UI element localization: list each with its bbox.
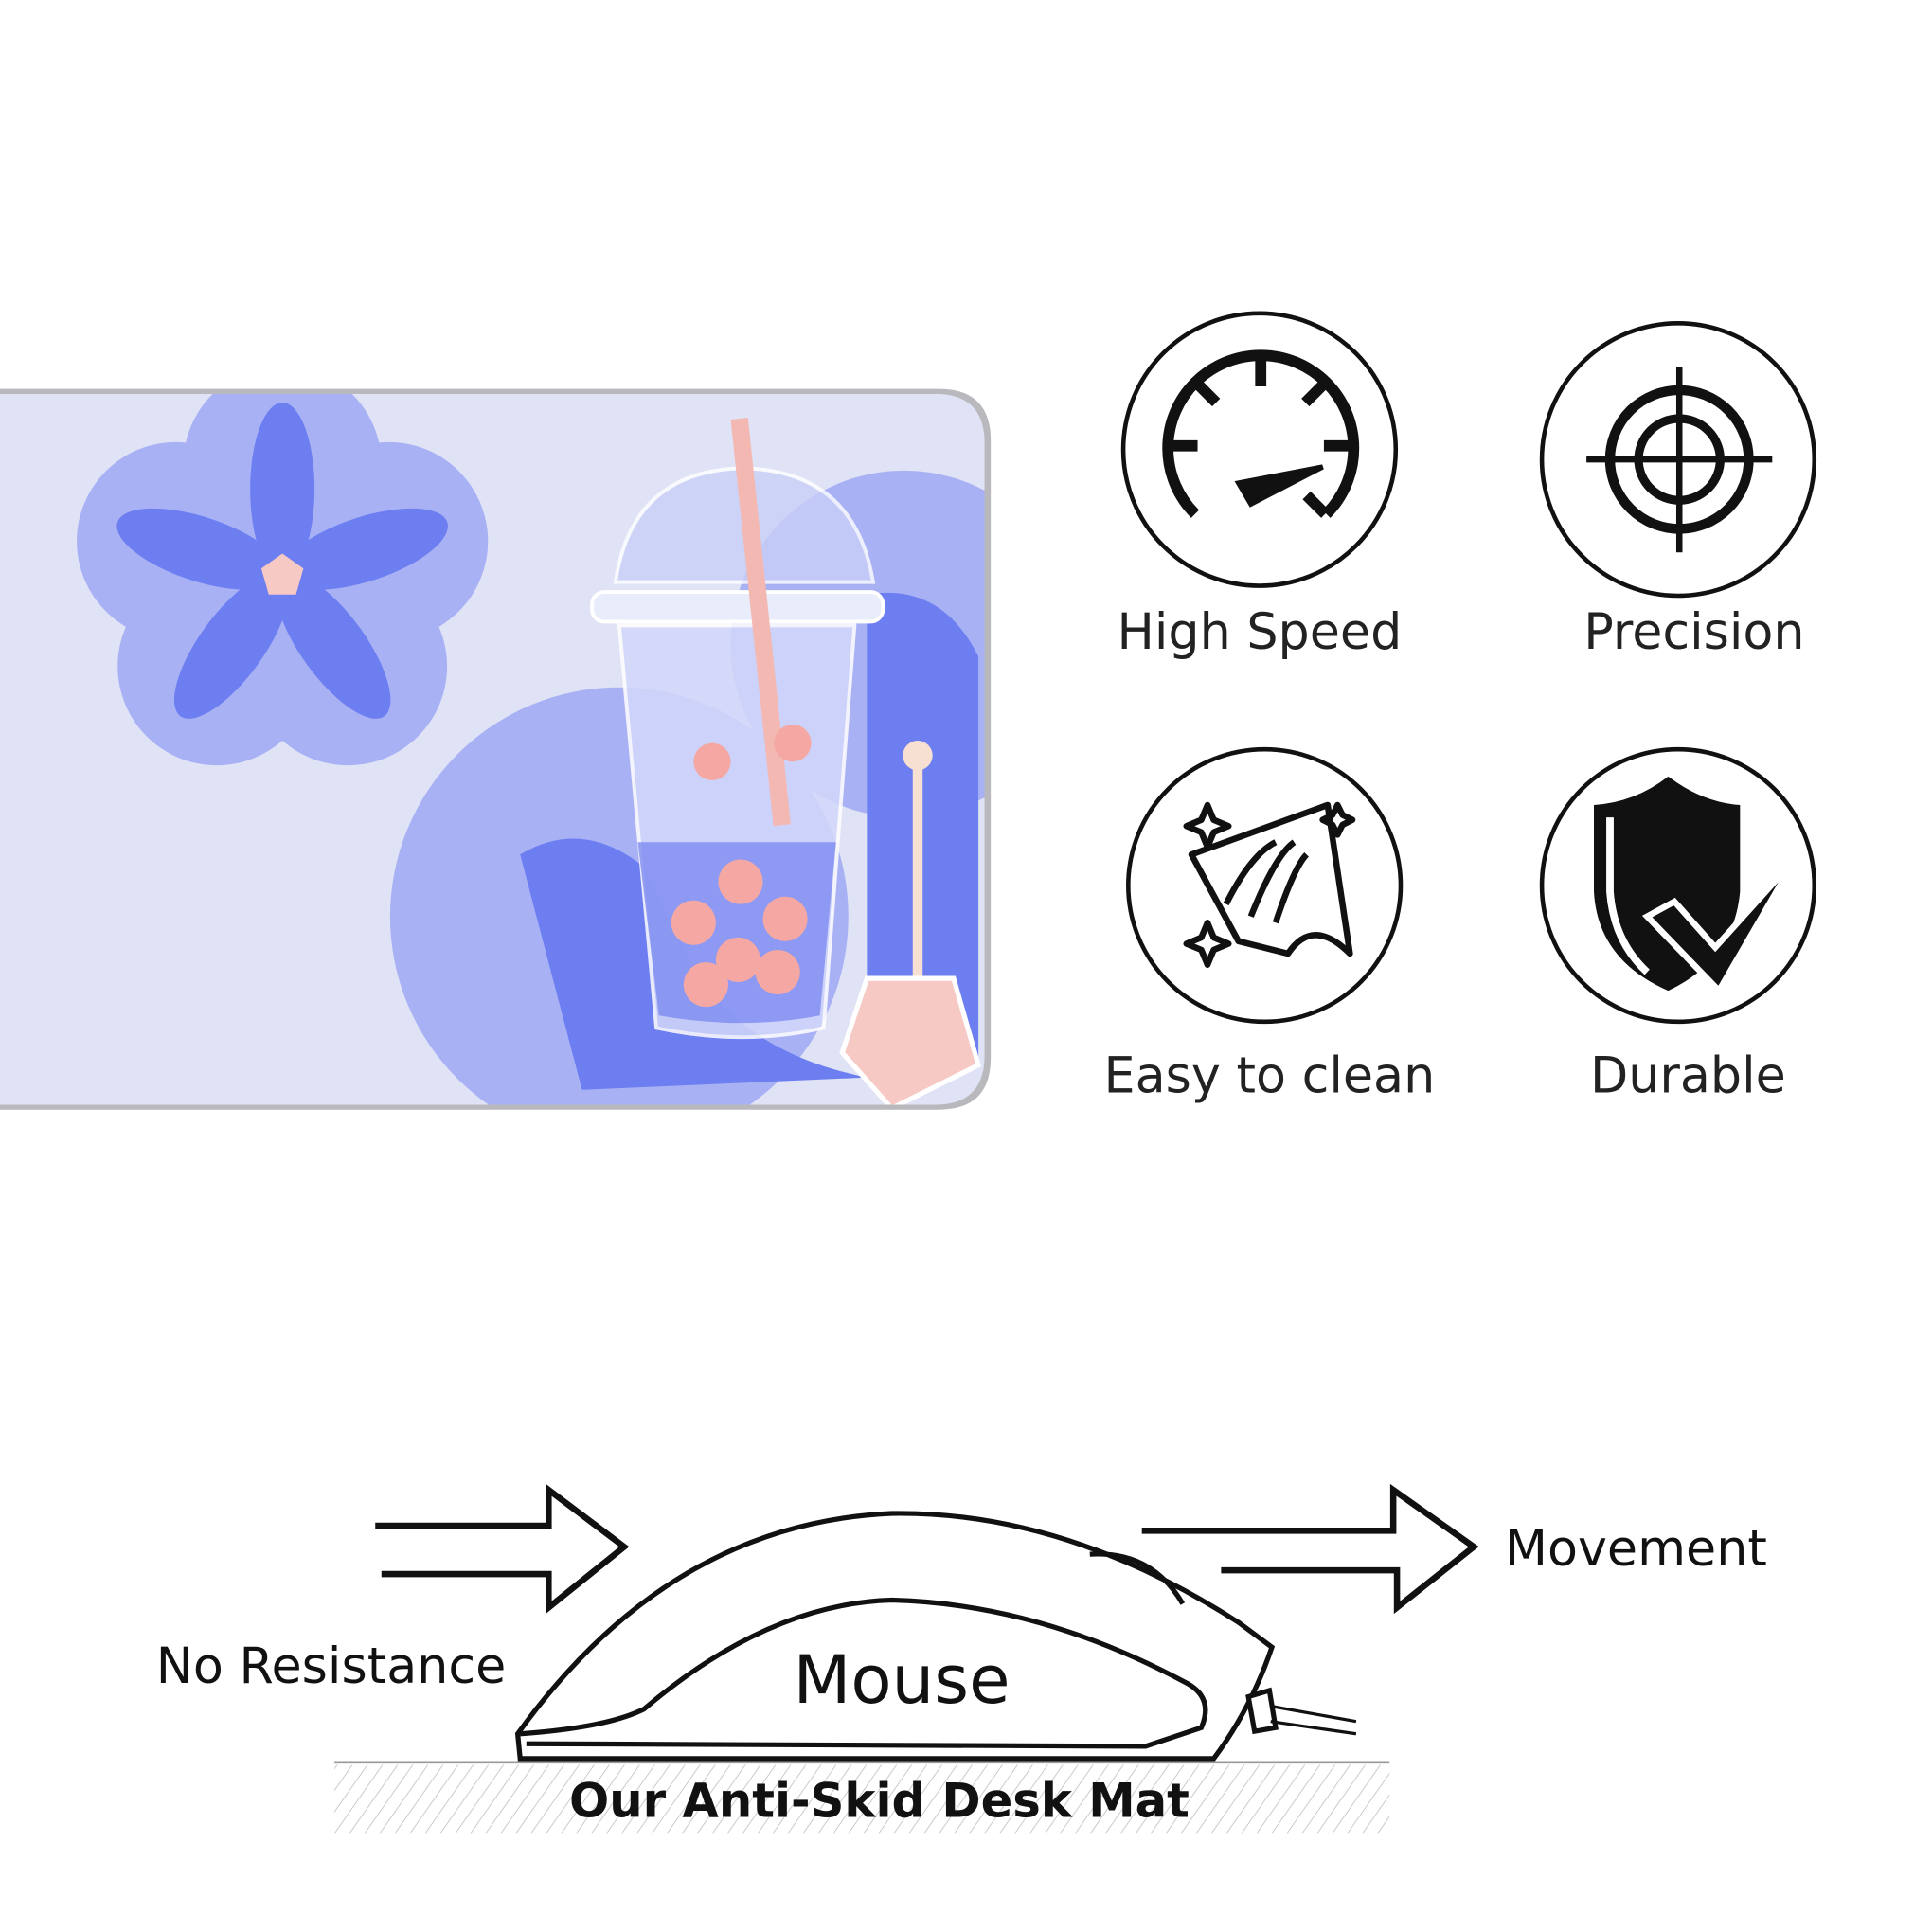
icon-circle <box>1120 311 1399 588</box>
feature-label: High Speed <box>1118 603 1403 661</box>
feature-precision: Precision <box>1539 321 1817 661</box>
shield-check-icon <box>1594 776 1798 996</box>
flower-illustration <box>77 393 489 766</box>
speedometer-icon <box>1162 349 1360 518</box>
feature-label: Easy to clean <box>1104 1046 1436 1104</box>
bubble-tea-cup-illustration <box>590 418 886 1040</box>
feature-easy-to-clean: Easy to clean <box>1104 746 1436 1104</box>
mouse-label: Mouse <box>793 1640 1010 1719</box>
mouse-movement-diagram: Movement No Resistance Mouse Our Anti-Sk… <box>156 1483 1767 1834</box>
feature-label: Durable <box>1590 1046 1786 1104</box>
arrow-right-icon <box>1141 1483 1479 1615</box>
ground-hatch <box>334 1764 1390 1834</box>
icon-circle <box>1539 321 1817 599</box>
feature-durable: Durable <box>1539 746 1817 1104</box>
icon-circle <box>1126 746 1404 1025</box>
feature-high-speed: High Speed <box>1118 311 1403 661</box>
crosshair-icon <box>1586 367 1773 553</box>
arrow-left-icon <box>375 1483 630 1615</box>
no-resistance-label: No Resistance <box>156 1637 507 1695</box>
wiping-hand-icon <box>1183 801 1356 968</box>
movement-label: Movement <box>1505 1520 1767 1578</box>
mat-label: Our Anti-Skid Desk Mat <box>569 1773 1190 1828</box>
desk-mat-image <box>0 388 992 1110</box>
feature-label: Precision <box>1583 603 1804 661</box>
icon-circle <box>1539 746 1817 1025</box>
mouse-outline-icon <box>514 1511 1357 1762</box>
